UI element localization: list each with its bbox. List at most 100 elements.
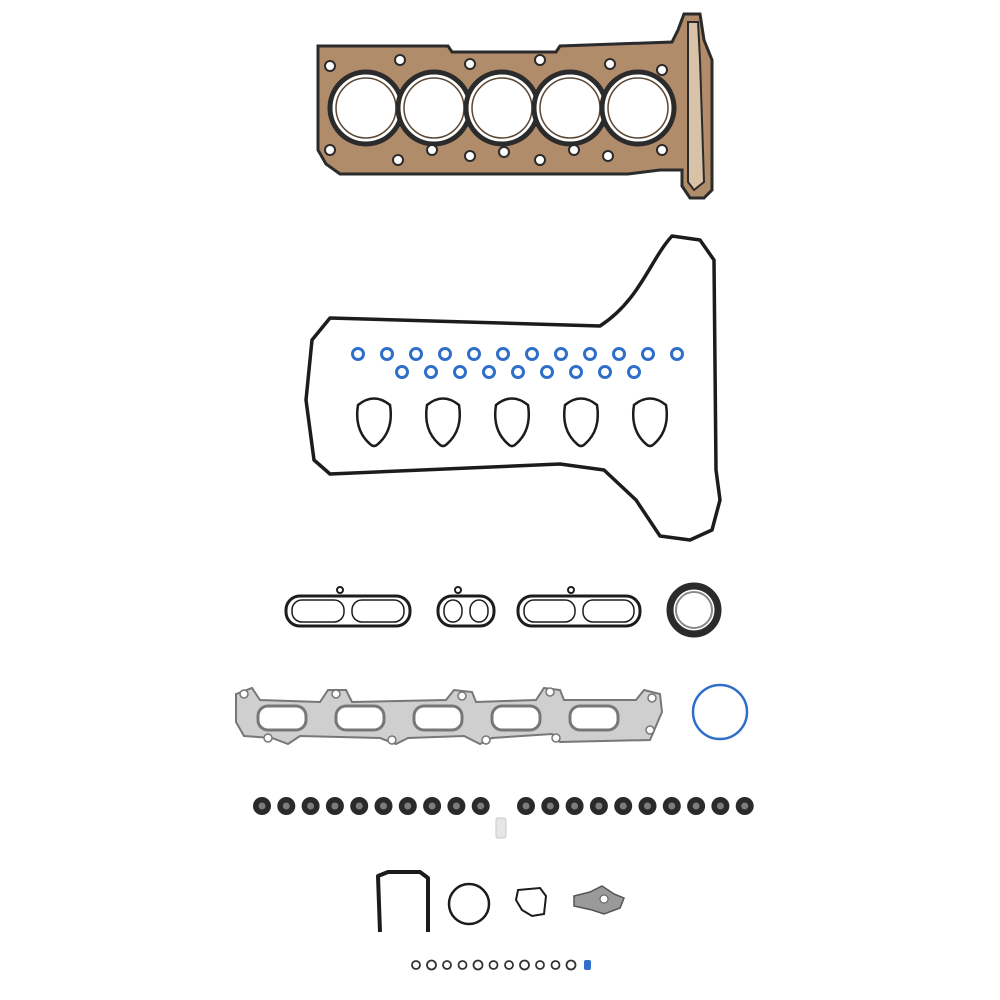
seal-ring-outer: [666, 582, 722, 638]
metal-gasket-small: [573, 885, 625, 915]
bolt-hole: [604, 58, 616, 70]
intake-gasket-right-tab: [567, 586, 575, 594]
bolt-hole: [534, 154, 546, 166]
valve-stem-seal-core: [619, 802, 627, 810]
exhaust-bolt-hole: [457, 691, 467, 701]
tiny-o-ring: [504, 960, 514, 970]
spark-plug-well-seal: [356, 397, 392, 448]
exhaust-port: [490, 704, 542, 732]
exhaust-bolt-hole: [551, 733, 561, 743]
intake-gasket-middle-tab: [454, 586, 462, 594]
head-gasket-side-tab: [687, 21, 706, 192]
intake-gasket-middle: [436, 594, 496, 628]
valve-stem-seals: [253, 797, 754, 839]
blue-tube-seal: [583, 347, 597, 361]
blue-plug: [584, 960, 591, 970]
bolt-hole: [568, 144, 580, 156]
spark-plug-well-seal: [425, 397, 461, 448]
intake-gasket-left-port: [291, 599, 345, 623]
tiny-o-ring: [488, 960, 499, 970]
blue-tube-seal: [395, 365, 409, 379]
valve-stem-seal-core: [571, 802, 579, 810]
tiny-o-ring: [472, 959, 484, 971]
valve-stem-seal-core: [595, 802, 603, 810]
bolt-hole: [464, 58, 476, 70]
valve-stem-seal-core: [692, 802, 700, 810]
blue-tube-seal: [540, 365, 554, 379]
exhaust-bolt-hole: [387, 735, 397, 745]
camshaft-seal: [666, 582, 722, 638]
spark-plug-well-seal: [494, 397, 530, 448]
valve-stem-seal-core: [428, 802, 436, 810]
intake-gasket-left: [284, 594, 412, 628]
blue-tube-seal: [409, 347, 423, 361]
blue-tube-seal: [598, 365, 612, 379]
cylinder-bore: [531, 69, 609, 147]
blue-tube-seal: [424, 365, 438, 379]
valve-stem-seal-core: [668, 802, 676, 810]
clip-piece: [495, 817, 507, 839]
exhaust-port: [568, 704, 620, 732]
misc-small-gaskets: [376, 870, 625, 971]
valve-stem-seal-core: [741, 802, 749, 810]
valve-stem-seal-core: [546, 802, 554, 810]
u-shaped-seal: [376, 870, 430, 933]
valve-stem-seal-core: [380, 802, 387, 810]
valve-stem-seal-core: [522, 802, 530, 810]
valve-stem-seal-core: [355, 802, 363, 810]
valve-stem-seal-core: [644, 802, 651, 810]
blue-tube-seal: [438, 347, 452, 361]
exhaust-manifold-gasket: [235, 686, 664, 746]
blue-tube-seal: [453, 365, 467, 379]
tiny-o-ring: [426, 959, 437, 971]
tiny-o-ring: [565, 959, 577, 971]
intake-gasket-left-port: [351, 599, 405, 623]
blue-tube-seal: [612, 347, 626, 361]
cylinder-bore: [599, 69, 677, 147]
blue-o-ring-circle: [691, 683, 749, 741]
valve-stem-seal-core: [282, 802, 290, 810]
blue-o-ring: [691, 683, 749, 741]
exhaust-bolt-hole: [263, 733, 273, 743]
blue-tube-seal: [511, 365, 525, 379]
exhaust-bolt-hole: [647, 693, 657, 703]
bolt-hole: [392, 154, 404, 166]
bolt-hole: [394, 54, 406, 66]
bolt-hole: [324, 60, 336, 72]
bolt-hole: [602, 150, 614, 162]
valve-stem-seal-core: [716, 802, 724, 810]
blue-tube-seal: [641, 347, 655, 361]
tiny-o-ring: [457, 960, 468, 970]
bore-fire-ring: [607, 77, 669, 139]
bolt-hole: [534, 54, 546, 66]
tiny-o-ring: [535, 960, 545, 970]
blue-tube-seal: [482, 365, 496, 379]
valve-stem-seal-core: [258, 802, 266, 810]
bolt-hole: [498, 146, 510, 158]
exhaust-port: [334, 704, 386, 732]
cylinder-head-gasket: [316, 12, 714, 200]
valve-stem-seal-core: [307, 802, 315, 810]
intake-gasket-middle-port: [443, 599, 463, 623]
exhaust-port: [412, 704, 464, 732]
valve-stem-seal-core: [404, 802, 412, 810]
valve-stem-seal-core: [452, 802, 460, 810]
tiny-o-ring: [442, 960, 452, 970]
bolt-hole: [656, 64, 668, 76]
intake-gasket-right: [516, 594, 642, 628]
valve-cover-seal-outline: [304, 234, 722, 542]
exhaust-port: [256, 704, 308, 732]
cylinder-bore: [395, 69, 473, 147]
bolt-hole: [324, 144, 336, 156]
valve-stem-seal-core: [331, 802, 339, 810]
blue-tube-seal: [467, 347, 481, 361]
blue-tube-seal: [670, 347, 684, 361]
blue-tube-seal: [554, 347, 568, 361]
tiny-o-ring: [550, 960, 561, 970]
blue-tube-seal: [380, 347, 394, 361]
blue-tube-seal: [627, 365, 641, 379]
valve-stem-seal-core: [477, 802, 485, 810]
intake-gasket-middle-port: [469, 599, 489, 623]
small-o-ring: [447, 882, 491, 926]
